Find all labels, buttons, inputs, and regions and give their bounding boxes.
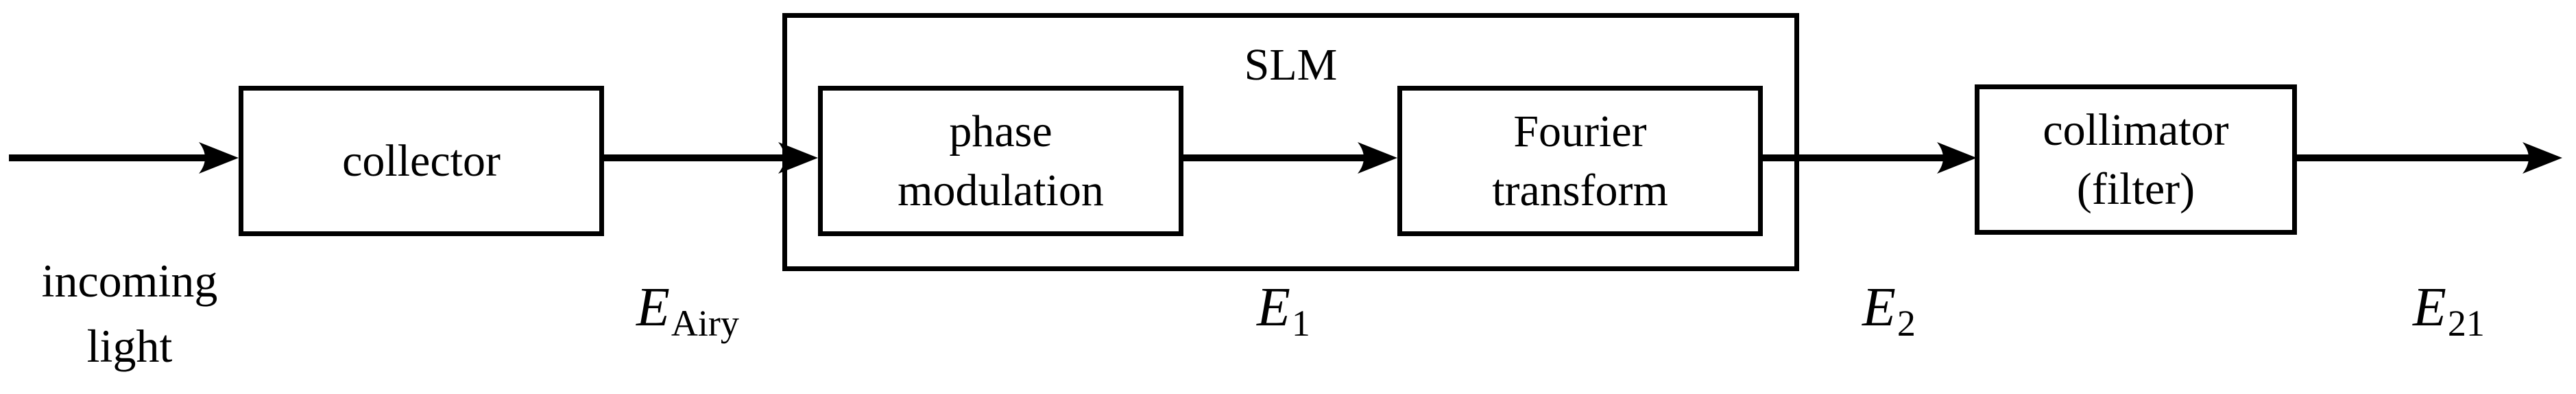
fourier-transform-box: Fourier transform	[1397, 86, 1763, 236]
phase-modulation-label: phase modulation	[898, 102, 1104, 220]
incoming-light-line1: incoming	[41, 255, 218, 307]
collimator-line2: (filter)	[2076, 163, 2195, 214]
phase-modulation-line2: modulation	[898, 165, 1104, 216]
e2-subscript: 2	[1897, 303, 1916, 345]
e21-subscript: 21	[2447, 303, 2485, 345]
e1-subscript: 1	[1291, 303, 1310, 345]
e2-base: E	[1862, 277, 1896, 338]
phase-modulation-box: phase modulation	[818, 86, 1183, 236]
field-label-e1: E1	[1257, 277, 1310, 342]
e21-base: E	[2413, 277, 2446, 338]
field-label-e-airy: EAiry	[636, 277, 739, 342]
slm-box: SLM	[782, 13, 1799, 271]
fourier-transform-line2: transform	[1492, 165, 1668, 216]
phase-modulation-line1: phase	[949, 106, 1052, 157]
incoming-light-label: incoming light	[16, 248, 243, 379]
incoming-light-line2: light	[86, 320, 173, 373]
collimator-box: collimator (filter)	[1975, 84, 2297, 235]
incoming-light-arrow	[9, 142, 239, 174]
fourier-transform-line1: Fourier	[1513, 106, 1647, 157]
collimator-line1: collimator	[2043, 104, 2229, 155]
e-airy-base: E	[636, 277, 670, 338]
collector-label: collector	[342, 135, 501, 186]
fourier-transform-label: Fourier transform	[1492, 102, 1668, 220]
e-airy-subscript: Airy	[671, 303, 739, 345]
field-label-e2: E2	[1862, 277, 1916, 342]
collimator-label: collimator (filter)	[2043, 101, 2228, 219]
slm-label: SLM	[1244, 40, 1338, 90]
e1-base: E	[1257, 277, 1290, 338]
field-label-e21: E21	[2413, 277, 2485, 342]
collector-box: collector	[239, 86, 604, 236]
output-arrow	[2295, 142, 2562, 174]
